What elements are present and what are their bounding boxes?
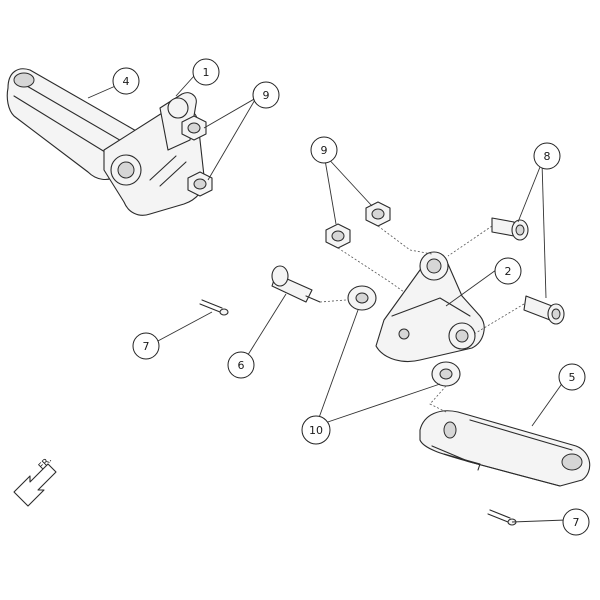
- part-10-washer-lower: [431, 361, 461, 387]
- callout-10-label: 10: [309, 424, 323, 437]
- callout-7-left: 7: [132, 332, 160, 360]
- part-9-nut-b: [325, 223, 351, 249]
- callout-1-label: 1: [203, 66, 210, 79]
- part-5-right-footpeg: [419, 410, 591, 487]
- callout-4-label: 4: [123, 75, 130, 88]
- callout-6-label: 6: [238, 359, 245, 372]
- callout-8-label: 8: [544, 150, 551, 163]
- assembly-line-5: [319, 299, 347, 303]
- arrow-down-left-icon: [13, 463, 57, 507]
- callout-1: 1: [192, 58, 220, 86]
- front-direction-indicator: FR.: [13, 455, 57, 507]
- assembly-line-1: [377, 225, 433, 255]
- part-10-washer-upper: [347, 285, 377, 311]
- callout-2-label: 2: [505, 265, 512, 278]
- callout-5: 5: [558, 363, 586, 391]
- callout-6: 6: [227, 351, 255, 379]
- part-2-right-bracket: [375, 251, 485, 363]
- assembly-line-2: [337, 247, 405, 293]
- callout-7-left-label: 7: [143, 340, 150, 353]
- callout-9-left-label: 9: [263, 89, 270, 102]
- callout-9-right-label: 9: [321, 144, 328, 157]
- assembly-line-3: [447, 225, 493, 257]
- callout-9-left: 9: [252, 81, 280, 109]
- assembly-line-4: [473, 303, 525, 335]
- callout-7-right: 7: [562, 508, 590, 536]
- left-bracket-nut-upper: [181, 115, 207, 141]
- part-7-cotter-pin-right: [487, 509, 517, 526]
- callout-10: 10: [301, 415, 331, 445]
- callout-9-right: 9: [310, 136, 338, 164]
- part-7-cotter-pin-left: [199, 299, 229, 316]
- left-bracket-nut-lower: [187, 171, 213, 197]
- callout-8: 8: [533, 142, 561, 170]
- part-8-bolt-upper: [491, 217, 529, 241]
- leader-lines: [87, 75, 567, 523]
- part-6-pin: [271, 265, 321, 303]
- callout-7-right-label: 7: [573, 516, 580, 529]
- assembly-line-6: [429, 385, 447, 413]
- part-9-nut-a: [365, 201, 391, 227]
- part-8-bolt-lower: [523, 295, 565, 325]
- callout-4: 4: [112, 67, 140, 95]
- callout-5-label: 5: [569, 371, 576, 384]
- callout-2: 2: [494, 257, 522, 285]
- part-1-left-bracket: [103, 92, 205, 216]
